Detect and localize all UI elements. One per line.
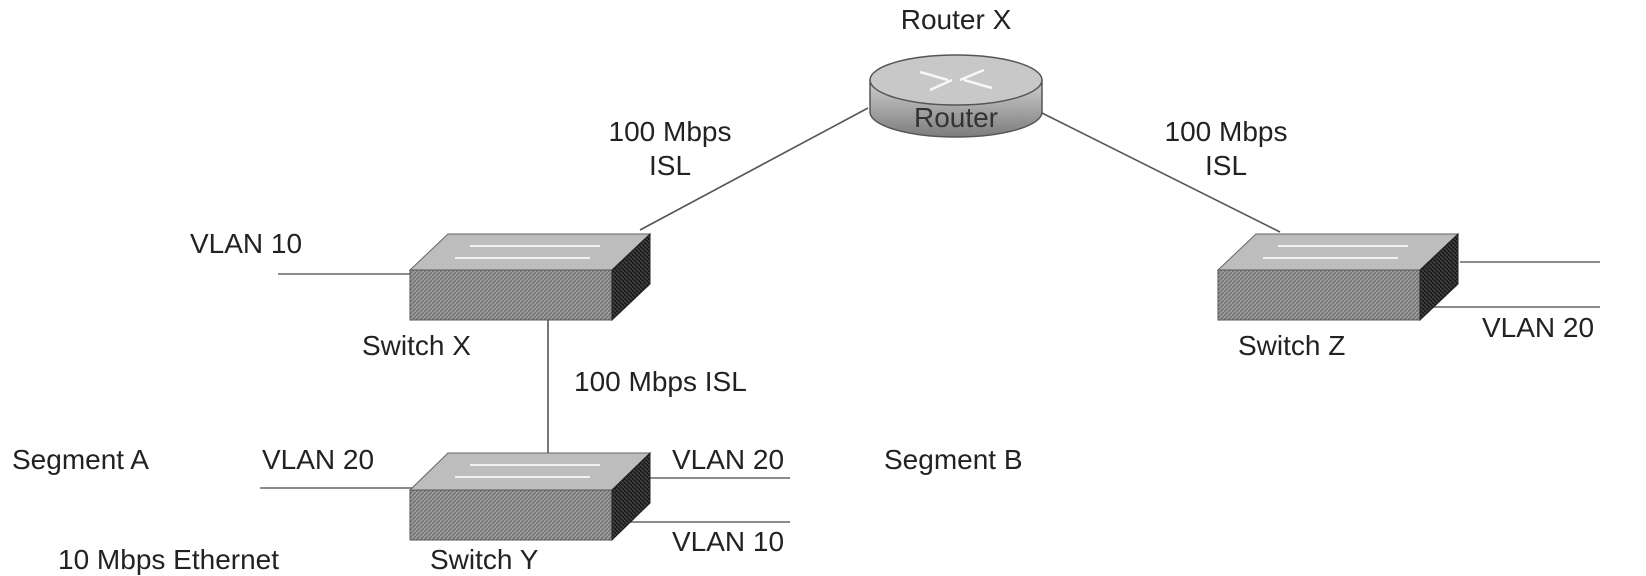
switch-z-label: Switch Z <box>1238 330 1346 361</box>
segment-a-label: Segment A <box>12 444 149 475</box>
link-router-switch-z-speed: 100 Mbps <box>1164 116 1288 147</box>
router-icon-label: Router <box>913 102 999 133</box>
switch-x-vlan-label: VLAN 10 <box>190 228 303 259</box>
switch-y-vlan-right-bottom-label: VLAN 10 <box>672 526 785 557</box>
switch-z-vlan-label: VLAN 20 <box>1482 312 1595 343</box>
link-switch-x-switch-y-label: 100 Mbps ISL <box>574 366 747 397</box>
switch-x-label: Switch X <box>362 330 471 361</box>
switch-y-icon <box>408 451 652 542</box>
link-router-switch-x-speed: 100 Mbps <box>608 116 732 147</box>
router-x-label: Router X <box>900 4 1012 35</box>
link-router-switch-z-type: ISL <box>1204 150 1248 181</box>
vlan-port-lines <box>260 261 1600 523</box>
link-router-switch-x <box>639 107 869 231</box>
switch-y-vlan-left-label: VLAN 20 <box>262 444 375 475</box>
switch-x-icon <box>408 232 652 322</box>
switch-y-vlan-right-top-label: VLAN 20 <box>672 444 785 475</box>
ethernet-label: 10 Mbps Ethernet <box>58 544 280 575</box>
switch-z-icon <box>1216 232 1460 322</box>
switch-y-label: Switch Y <box>430 544 539 575</box>
link-router-switch-z <box>1039 111 1281 233</box>
links <box>547 107 1281 455</box>
router-icon <box>869 54 1043 138</box>
link-router-switch-x-type: ISL <box>648 150 692 181</box>
segment-b-label: Segment B <box>884 444 1023 475</box>
